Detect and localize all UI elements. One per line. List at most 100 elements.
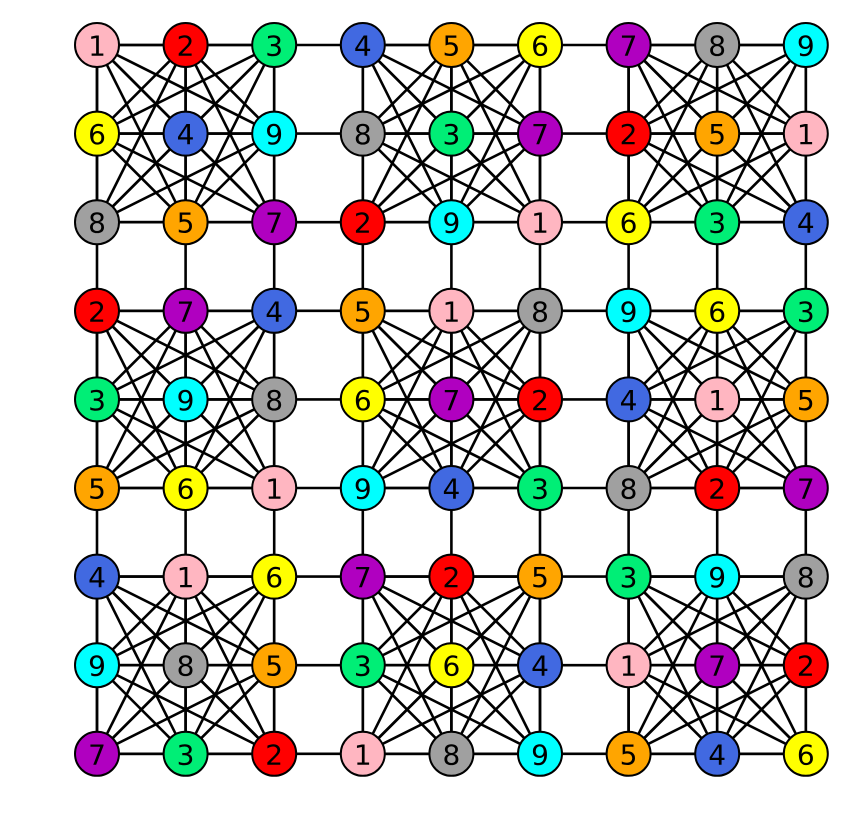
node-label: 1 [442,295,460,328]
graph-node: 4 [605,376,652,423]
node-circle [605,730,652,777]
node-circle [517,110,563,157]
node-label: 1 [88,30,106,63]
graph-node: 5 [162,199,209,246]
graph-node: 6 [782,730,829,777]
graph-node: 3 [517,465,563,511]
node-circle [694,465,741,511]
node-circle [74,642,120,689]
node-circle [517,376,563,423]
graph-node: 8 [251,376,298,423]
graph-edge [628,43,807,135]
node-label: 3 [265,30,283,63]
node-circle [74,199,120,246]
node-circle [517,287,563,334]
graph-edge [96,309,275,401]
graph-node: 7 [162,287,209,334]
node-label: 7 [177,295,195,328]
graph-node: 1 [162,553,209,600]
node-label: 6 [265,561,283,594]
graph-edge [96,664,275,755]
node-circle [74,730,120,777]
node-circle [782,22,829,68]
graph-node: 6 [517,22,563,68]
graph-node: 7 [517,110,563,157]
graph-edge [628,575,807,667]
node-circle [339,730,386,777]
node-circle [782,730,829,777]
node-label: 4 [265,295,283,328]
graph-node: 3 [162,730,209,777]
node-label: 2 [531,384,549,417]
node-label: 2 [354,207,372,240]
graph-node: 9 [339,465,386,511]
graph-node: 9 [251,110,298,157]
graph-node: 5 [251,642,298,689]
node-label: 9 [797,30,815,63]
graph-node: 5 [782,376,829,423]
node-circle [517,465,563,511]
node-circle [517,730,563,777]
node-label: 9 [354,473,372,506]
node-circle [251,22,298,68]
node-label: 2 [265,738,283,771]
node-label: 1 [531,207,549,240]
node-label: 1 [177,561,195,594]
node-circle [694,22,741,68]
graph-node: 1 [428,287,475,334]
graph-node: 9 [74,642,120,689]
graph-node: 9 [428,199,475,246]
graph-node: 6 [605,199,652,246]
graph-node: 4 [694,730,741,777]
node-circle [251,465,298,511]
node-circle [782,465,829,511]
node-circle [605,465,652,511]
graph-node: 7 [605,22,652,68]
graph-node: 4 [782,199,829,246]
graph-node: 2 [694,465,741,511]
node-label: 6 [88,118,106,151]
node-circle [339,22,386,68]
node-label: 6 [620,207,638,240]
node-label: 3 [177,738,195,771]
graph-edge [362,309,541,401]
node-label: 8 [708,30,726,63]
node-circle [428,22,475,68]
node-label: 4 [442,473,460,506]
node-label: 7 [265,207,283,240]
node-circle [782,642,829,689]
node-circle [605,376,652,423]
node-label: 2 [620,118,638,151]
graph-node: 7 [251,199,298,246]
graph-node: 7 [74,730,120,777]
graph-edge [362,664,541,755]
node-label: 5 [177,207,195,240]
node-circle [517,199,563,246]
graph-node: 1 [74,22,120,68]
node-circle [428,110,475,157]
graph-node: 2 [428,553,475,600]
graph-node: 1 [782,110,829,157]
node-label: 9 [265,118,283,151]
node-circle [74,22,120,68]
node-label: 7 [88,738,106,771]
node-circle [694,730,741,777]
node-circle [339,642,386,689]
node-circle [428,376,475,423]
node-label: 9 [442,207,460,240]
graph-node: 4 [517,642,563,689]
node-label: 4 [797,207,815,240]
node-circle [251,287,298,334]
graph-edge [96,132,275,224]
node-label: 1 [708,384,726,417]
node-label: 6 [797,738,815,771]
graph-edge [362,398,541,490]
node-label: 4 [88,561,106,594]
node-circle [782,376,829,423]
node-label: 2 [442,561,460,594]
node-circle [162,465,209,511]
graph-node: 2 [339,199,386,246]
node-circle [339,199,386,246]
